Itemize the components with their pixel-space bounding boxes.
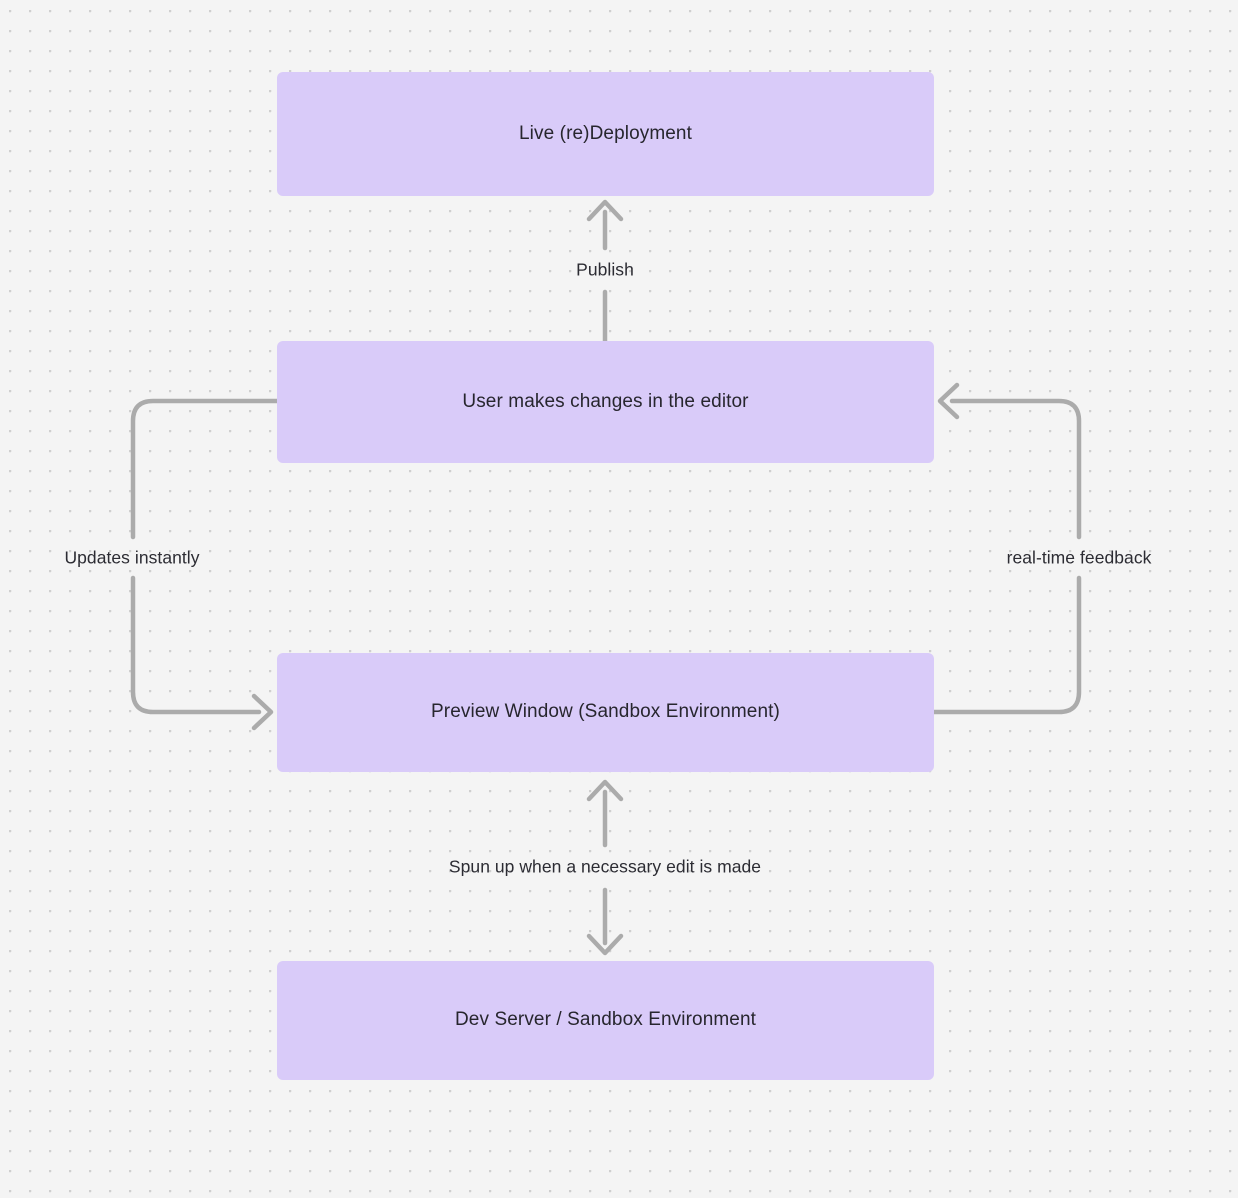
node-label: Live (re)Deployment [519, 122, 692, 144]
node-preview-window[interactable]: Preview Window (Sandbox Environment) [277, 653, 934, 772]
edge-label-updates-instantly: Updates instantly [64, 547, 200, 568]
edge-label-publish: Publish [576, 259, 634, 280]
node-dev-server[interactable]: Dev Server / Sandbox Environment [277, 961, 934, 1080]
node-label: Dev Server / Sandbox Environment [454, 1009, 756, 1031]
edge-label-spun-up: Spun up when a necessary edit is made [448, 856, 762, 877]
node-user-makes-changes[interactable]: User makes changes in the editor [277, 341, 934, 463]
node-label: User makes changes in the editor [462, 390, 749, 412]
node-label: Preview Window (Sandbox Environment) [431, 701, 780, 723]
edge-label-real-time-feedback: real-time feedback [1006, 547, 1152, 568]
node-live-redeployment[interactable]: Live (re)Deployment [277, 72, 934, 196]
